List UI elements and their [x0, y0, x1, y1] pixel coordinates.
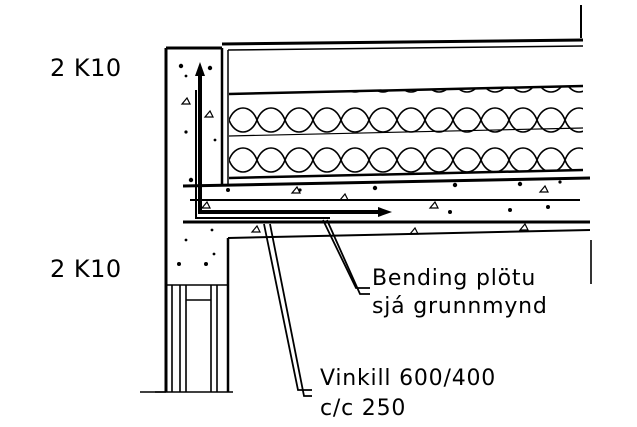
wall-outline [140, 46, 233, 393]
vinkill-label-line2: c/c 250 [320, 396, 407, 421]
concrete-triangles [180, 96, 549, 235]
roof-top-layer [221, 38, 584, 186]
leader-bending [322, 219, 370, 295]
rebar-bottom-label: 2 K10 [50, 255, 122, 283]
insulation-layer [228, 84, 584, 180]
concrete-aggregate [177, 63, 562, 266]
vinkill-label-line1: Vinkill 600/400 [320, 366, 497, 391]
rebar [190, 62, 580, 219]
bending-label-line2: sjá grunnmynd [372, 294, 548, 319]
bending-label-line1: Bending plötu [372, 266, 537, 291]
lower-column [166, 284, 228, 392]
rebar-top-label: 2 K10 [50, 54, 122, 82]
concrete-slab [182, 176, 591, 392]
leader-vinkill [263, 223, 312, 397]
